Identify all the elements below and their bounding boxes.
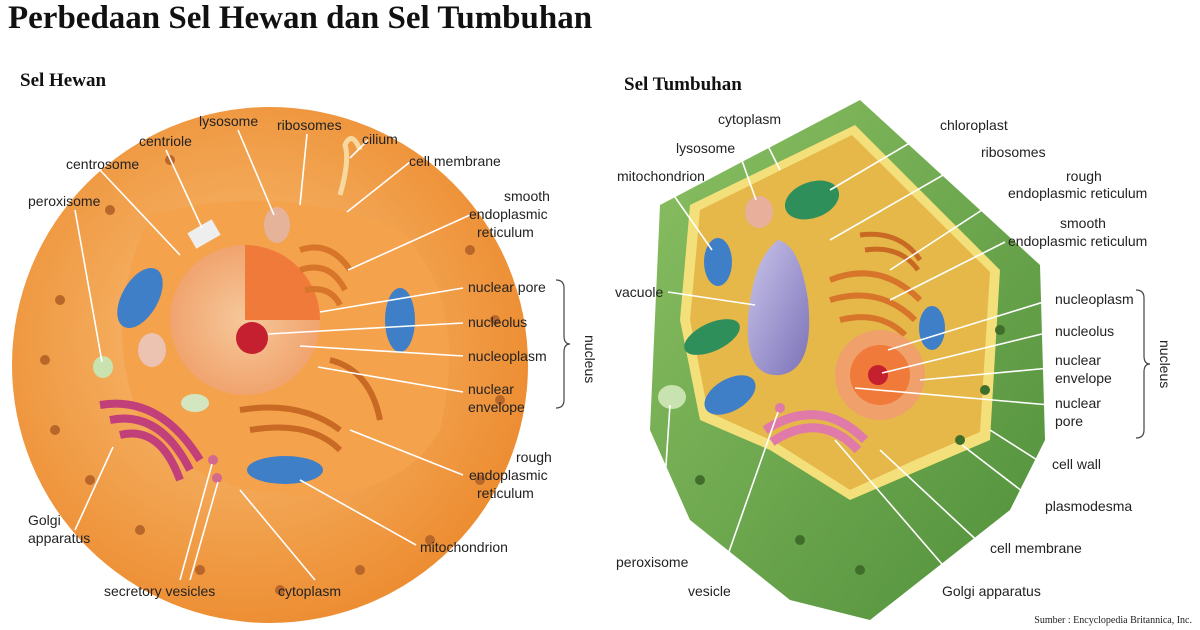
label-plant-rough-er-2: endoplasmic reticulum <box>1008 185 1147 201</box>
label-plant-cell-wall: cell wall <box>1052 456 1101 472</box>
plant-cell <box>650 100 1045 620</box>
animal-nucleolus <box>236 322 268 354</box>
cilium <box>337 136 363 196</box>
label-plant-chloroplast: chloroplast <box>940 117 1008 133</box>
animal-mitochondrion-3 <box>247 456 323 484</box>
label-animal-nuclear-envelope-2: envelope <box>468 399 525 415</box>
plant-mitochondrion-2 <box>919 306 945 350</box>
label-plant-smooth-er-1: smooth <box>1060 215 1106 231</box>
label-plant-nucleus-group: nucleus <box>1157 340 1173 388</box>
animal-surface-dots <box>40 155 505 595</box>
label-animal-cytoplasm: cytoplasm <box>278 583 341 599</box>
label-animal-peroxisome: peroxisome <box>28 193 101 209</box>
label-plant-plasmodesma: plasmodesma <box>1045 498 1132 514</box>
label-animal-nuclear-envelope-1: nuclear <box>468 381 514 397</box>
label-animal-golgi-1: Golgi <box>28 512 61 528</box>
label-animal-nuclear-pore: nuclear pore <box>468 279 546 295</box>
label-animal-centrosome: centrosome <box>66 156 139 172</box>
plant-mitochondrion-1 <box>704 238 732 286</box>
plant-rough-er <box>828 270 923 338</box>
label-animal-centriole: centriole <box>139 133 192 149</box>
label-plant-peroxisome: peroxisome <box>616 554 689 570</box>
animal-rough-er <box>239 357 383 453</box>
label-plant-mitochondrion: mitochondrion <box>617 168 705 184</box>
label-animal-mitochondrion: mitochondrion <box>420 539 508 555</box>
label-plant-nuclear-envelope-1: nuclear <box>1055 352 1101 368</box>
label-animal-golgi-2: apparatus <box>28 530 90 546</box>
plant-mitochondrion-3 <box>704 375 756 415</box>
label-plant-nuclear-pore-2: pore <box>1055 413 1083 429</box>
label-animal-smooth-er-2: endoplasmic <box>469 206 548 222</box>
label-animal-rough-er-2: endoplasmic <box>469 467 548 483</box>
label-animal-cell-membrane: cell membrane <box>409 153 501 169</box>
plant-chloroplast-2 <box>684 319 740 355</box>
label-animal-smooth-er-3: reticulum <box>477 224 534 240</box>
label-plant-nuclear-envelope-2: envelope <box>1055 370 1112 386</box>
source-credit: Sumber : Encyclopedia Britannica, Inc. <box>1034 615 1192 626</box>
animal-peroxisome-2 <box>181 394 209 412</box>
animal-leader-lines <box>74 129 471 581</box>
label-animal-smooth-er-1: smooth <box>504 188 550 204</box>
label-animal-ribosomes: ribosomes <box>277 117 342 133</box>
plant-vesicle <box>775 403 785 413</box>
secretory-vesicle-1 <box>208 455 218 465</box>
plant-lysosome <box>745 196 773 228</box>
plant-nucleolus <box>868 365 888 385</box>
animal-mitochondrion-1 <box>117 268 163 328</box>
label-plant-smooth-er-2: endoplasmic reticulum <box>1008 233 1147 249</box>
label-plant-cell-membrane: cell membrane <box>990 540 1082 556</box>
plant-chloroplast-1 <box>784 180 840 220</box>
label-plant-rough-er-1: rough <box>1066 168 1102 184</box>
animal-vacuole-small <box>138 333 166 367</box>
animal-cell <box>12 107 528 623</box>
plant-plasmodesmata <box>695 325 1005 575</box>
plant-nucleus-brace <box>1135 289 1151 439</box>
label-plant-ribosomes: ribosomes <box>981 144 1046 160</box>
label-animal-nucleoplasm: nucleoplasm <box>468 348 547 364</box>
animal-nucleoplasm <box>245 245 320 320</box>
animal-mitochondrion-2 <box>385 288 415 352</box>
page-title: Perbedaan Sel Hewan dan Sel Tumbuhan <box>8 0 593 36</box>
plant-leader-lines <box>659 127 1051 586</box>
label-plant-lysosome: lysosome <box>676 140 735 156</box>
label-animal-secretory-vesicles: secretory vesicles <box>104 583 215 599</box>
plant-vacuole <box>747 240 810 376</box>
animal-lysosome <box>264 207 290 243</box>
animal-peroxisome <box>93 356 113 378</box>
centriole <box>187 219 221 249</box>
animal-cell-heading: Sel Hewan <box>20 70 107 91</box>
plant-peroxisome <box>658 385 686 409</box>
animal-golgi <box>99 399 204 482</box>
label-animal-rough-er-3: reticulum <box>477 485 534 501</box>
label-plant-vacuole: vacuole <box>615 284 663 300</box>
secretory-vesicle-2 <box>212 473 222 483</box>
plant-smooth-er <box>859 231 923 272</box>
label-animal-nucleolus: nucleolus <box>468 314 527 330</box>
label-animal-lysosome: lysosome <box>199 113 258 129</box>
label-plant-nucleolus: nucleolus <box>1055 323 1114 339</box>
animal-nucleus-brace <box>555 279 571 409</box>
label-plant-vesicle: vesicle <box>688 583 731 599</box>
label-plant-nuclear-pore-1: nuclear <box>1055 395 1101 411</box>
label-animal-rough-er-1: rough <box>516 449 552 465</box>
label-animal-cilium: cilium <box>362 131 398 147</box>
animal-smooth-er <box>299 244 353 307</box>
label-plant-cytoplasm: cytoplasm <box>718 111 781 127</box>
label-plant-nucleoplasm: nucleoplasm <box>1055 291 1134 307</box>
label-plant-golgi: Golgi apparatus <box>942 583 1041 599</box>
plant-cell-heading: Sel Tumbuhan <box>624 74 742 95</box>
plant-golgi <box>762 410 869 454</box>
label-animal-nucleus-group: nucleus <box>582 335 598 383</box>
